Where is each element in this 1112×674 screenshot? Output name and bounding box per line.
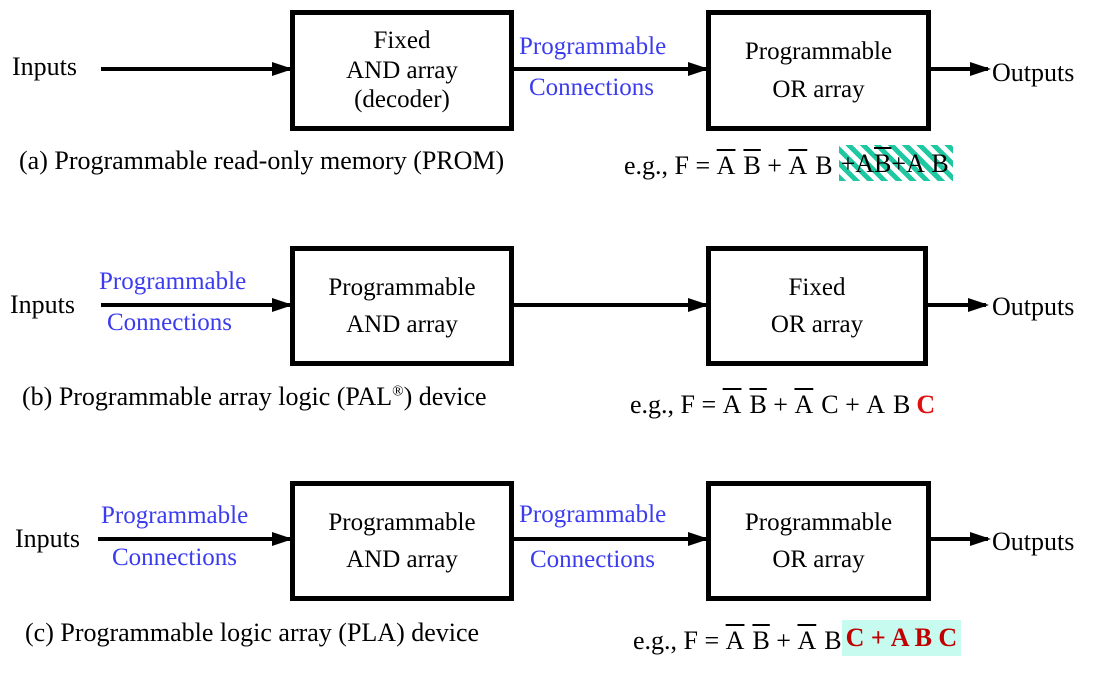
box-line: OR array [772,546,865,573]
arrowhead-icon [272,62,293,76]
caption-text: (b) Programmable array logic (PAL [22,382,393,411]
caption-prom: (a) Programmable read-only memory (PROM) [19,146,505,175]
literal-b-bar: B [743,151,761,180]
plus-sign: + [769,626,798,655]
equation-pal: e.g., F = A B + A C + A B C [630,376,935,420]
registered-mark: ® [392,383,404,400]
highlighted-literal-c: C [916,390,936,419]
arrowhead-icon [272,298,293,312]
inputs-label: Inputs [10,290,75,319]
connection-label-bottom: Connections [112,544,237,571]
connection-label-bottom: Connections [529,74,654,101]
equation-pla: e.g., F = A B + A B C + A B C [633,612,962,656]
arrowhead-icon [970,62,991,76]
literal-a-bar: A [788,151,808,180]
plus-sign: + [760,151,789,180]
arrowhead-icon [970,532,991,546]
outputs-label: Outputs [992,58,1075,87]
box-line: AND array [346,546,458,573]
box-line: Programmable [744,508,893,536]
literal-c: C [821,390,839,419]
connection-label-bottom: Connections [530,546,655,573]
box-line: OR array [770,311,864,338]
highlighted-added-terms: C + A B C [841,620,962,656]
box-line: AND array [346,311,458,338]
literal-b: B [815,151,833,180]
outputs-label: Outputs [992,527,1075,556]
plus-sign: + [891,149,907,178]
caption-pal: (b) Programmable array logic (PAL®) devi… [22,382,487,412]
literal-b: B [931,149,949,178]
fixed-or-array-box: Fixed OR array [706,246,928,366]
caption-text-end: ) device [403,382,487,411]
literal-a-bar: A [716,151,736,180]
literal-a: A [866,390,886,419]
literal-a-bar: A [722,390,742,419]
connection-label-top: Programmable [101,502,249,529]
literal-a-bar: A [797,626,817,655]
equation-prom: e.g., F = A B + A B +AB+A B [624,137,953,181]
arrowhead-icon [272,532,293,546]
connection-label-top: Programmable [99,268,247,295]
literal-a-bar: A [725,626,745,655]
box-line: Fixed [373,27,431,55]
plus-sign: + [838,390,867,419]
box-line: Programmable [744,38,893,65]
arrowhead-icon [968,298,989,312]
arrowhead-icon [688,532,709,546]
outputs-label: Outputs [992,292,1075,321]
inputs-label: Inputs [15,524,80,553]
literal-b-bar: B [752,626,770,655]
equation-prefix: e.g., F = [633,626,726,655]
literal-b-bar: B [874,149,892,178]
hatched-added-terms: +AB+A B [838,145,953,181]
caption-pla: (c) Programmable logic array (PLA) devic… [25,618,480,647]
literal-b-bar: B [749,390,767,419]
box-line: Programmable [328,273,476,301]
literal-b: B [824,626,842,655]
literal-b: B [893,390,911,419]
arrowhead-icon [688,62,709,76]
literal-a-bar: A [794,390,814,419]
connection-label-top: Programmable [519,33,667,60]
box-line: (decoder) [354,86,450,114]
arrowhead-icon [688,298,709,312]
plus-sign: + [766,390,795,419]
programmable-or-array-box: Programmable OR array [706,481,931,601]
connection-label-top: Programmable [519,501,667,528]
box-line: OR array [772,75,865,103]
inputs-label: Inputs [12,52,77,81]
plus-sign: + [840,149,856,178]
programmable-and-array-box: Programmable AND array [290,481,514,601]
equation-prefix: e.g., F = [630,390,723,419]
box-line: Fixed [788,273,846,301]
box-line: Programmable [328,508,476,536]
connection-label-bottom: Connections [107,309,232,336]
box-line: AND array [346,56,458,84]
programmable-and-array-box: Programmable AND array [290,246,514,366]
programmable-or-array-box: Programmable OR array [706,10,931,131]
literal-a: A [906,149,925,178]
literal-a: A [855,149,875,178]
equation-prefix: e.g., F = [624,151,717,180]
fixed-and-array-box: Fixed AND array (decoder) [290,10,514,131]
